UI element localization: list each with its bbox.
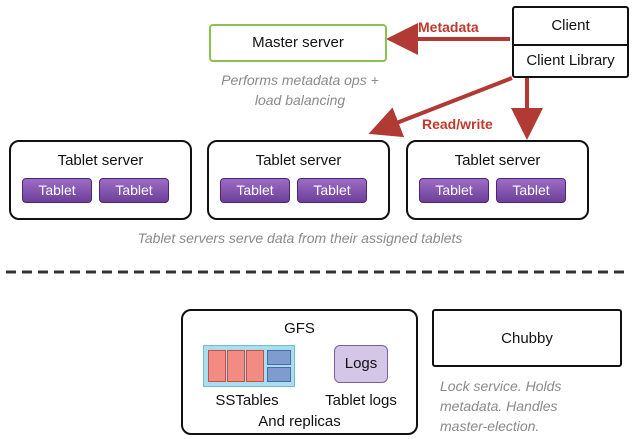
sstable-block <box>246 350 264 382</box>
chubby-title: Chubby <box>501 330 553 347</box>
tablet-server-title: Tablet server <box>454 152 541 169</box>
sstables-label: SSTables <box>215 392 279 409</box>
master-caption-line-1: Performs metadata ops + <box>221 72 379 88</box>
master-server-title: Master server <box>252 34 344 51</box>
replicas-label: And replicas <box>258 413 341 430</box>
tablet-server-box: Tablet server Tablet Tablet <box>406 140 589 220</box>
chubby-caption-line-1: Lock service. Holds <box>440 378 562 394</box>
master-server-box: Master server <box>209 24 387 62</box>
tablet-server-box: Tablet server Tablet Tablet <box>207 140 390 220</box>
tablet-server-title: Tablet server <box>57 152 144 169</box>
client-library-label: Client Library <box>526 52 615 69</box>
tablet-chip: Tablet <box>220 178 290 203</box>
tablet-chip: Tablet <box>496 178 566 203</box>
logs-box: Logs <box>334 345 388 383</box>
sstables-panel <box>203 345 295 387</box>
tablet-chip: Tablet <box>419 178 489 203</box>
gfs-title: GFS <box>284 320 315 337</box>
gfs-box: GFS Logs SSTables Tablet logs And replic… <box>181 309 418 435</box>
tablet-server-box: Tablet server Tablet Tablet <box>9 140 192 220</box>
chubby-caption-line-3: master-election. <box>440 418 540 434</box>
tablet-servers-caption: Tablet servers serve data from their ass… <box>137 230 463 246</box>
readwrite-arrow-master <box>368 76 513 138</box>
chubby-box: Chubby <box>432 309 622 367</box>
chubby-caption-line-2: metadata. Handles <box>440 398 558 414</box>
sstable-block <box>208 350 226 382</box>
tablet-chip: Tablet <box>99 178 169 203</box>
tablet-chip: Tablet <box>297 178 367 203</box>
tablet-chip: Tablet <box>22 178 92 203</box>
tablet-logs-label: Tablet logs <box>325 392 397 409</box>
tablet-server-title: Tablet server <box>255 152 342 169</box>
sstable-block <box>227 350 245 382</box>
index-block <box>267 350 291 365</box>
client-title: Client <box>551 17 590 34</box>
readwrite-label: Read/write <box>422 116 493 132</box>
master-caption-line-2: load balancing <box>254 92 346 108</box>
client-box: Client Client Library <box>512 6 629 78</box>
logs-label: Logs <box>344 355 378 372</box>
index-block <box>267 367 291 382</box>
metadata-label: Metadata <box>418 19 479 35</box>
client-divider <box>514 44 627 46</box>
